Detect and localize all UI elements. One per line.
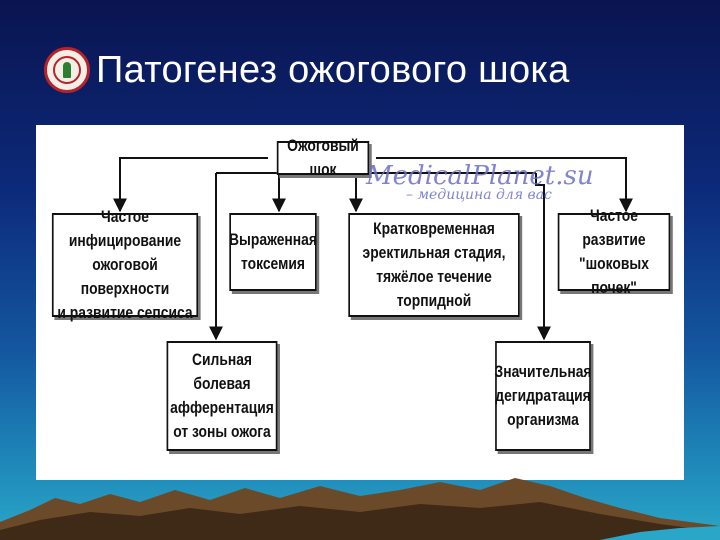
title-row: Патогенез ожогового шока <box>44 40 570 100</box>
shock-kidneys-box: Частое развитие "шоковых почек" <box>557 207 671 297</box>
connector-lines <box>113 157 633 341</box>
erectile-box: Кратковременная эректильная стадия, тяжё… <box>348 213 520 317</box>
medical-emblem-icon <box>44 47 90 93</box>
arrow-to-shock-kidneys <box>376 157 633 213</box>
diagram-panel: Ожоговый шок Частое инфицирование ожогов… <box>36 125 684 480</box>
watermark-line2: – медицина для вас <box>406 187 552 203</box>
arrow-to-dehydration <box>535 173 551 341</box>
watermark-line1: MedicalPlanet.su <box>366 161 594 191</box>
pain-box: Сильная болевая афферентация от зоны ожо… <box>166 341 278 451</box>
toxemia-box: Выраженная токсемия <box>229 213 317 291</box>
watermark: MedicalPlanet.su – медицина для вас <box>366 161 594 203</box>
infection-box: Частое инфицирование ожоговой поверхност… <box>51 208 199 322</box>
mountains-decoration <box>0 478 720 540</box>
arrow-to-infection <box>113 157 268 213</box>
slide-title: Патогенез ожогового шока <box>96 48 570 91</box>
root-box: Ожоговый шок <box>276 137 370 179</box>
dehydration-box: Значительная дегидратация организма <box>495 341 591 451</box>
